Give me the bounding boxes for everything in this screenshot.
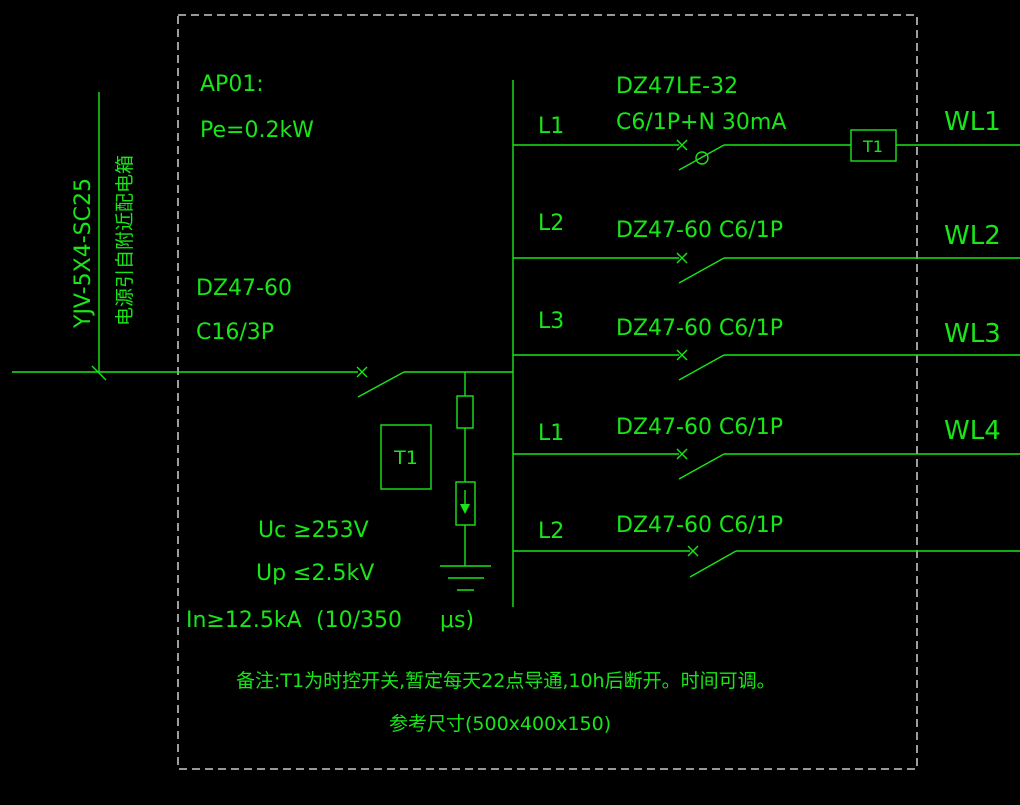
circuit-4-breaker: DZ47-60 C6/1P [616, 415, 783, 440]
timer-box-label: T1 [393, 447, 418, 469]
incoming-tick [91, 365, 107, 381]
circuit-2-label: WL2 [944, 221, 1001, 251]
circuit-1-spec: C6/1P+N 30mA [616, 110, 786, 135]
spd-uc: Uc ≥253V [258, 518, 369, 543]
circuit-5-breaker: DZ47-60 C6/1P [616, 513, 783, 538]
circuit-5-phase: L2 [538, 519, 564, 544]
circuit-4-phase: L1 [538, 421, 564, 446]
circuit-1: L1 DZ47LE-32 C6/1P+N 30mA T1 WL1 [513, 74, 1020, 171]
panel-power: Pe=0.2kW [200, 118, 314, 143]
circuit-1-timer-label: T1 [862, 137, 883, 156]
circuit-3-breaker: DZ47-60 C6/1P [616, 316, 783, 341]
spd-arrow [460, 504, 470, 514]
circuit-3-label: WL3 [944, 319, 1001, 349]
circuit-4: L1 DZ47-60 C6/1P WL4 [513, 415, 1020, 480]
rcd-circle [695, 151, 709, 165]
circuit-1-phase: L1 [538, 114, 564, 139]
timer-box [380, 424, 432, 490]
panel-note: 备注:T1为时控开关,暂定每天22点导通,10h后断开。时间可调。 [236, 670, 776, 692]
circuit-3: L3 DZ47-60 C6/1P WL3 [513, 309, 1020, 381]
circuit-4-label: WL4 [944, 416, 1001, 446]
spd-wave: (10/350 [316, 608, 402, 633]
spd-in: In≥12.5kA [186, 608, 302, 633]
incoming-source-label: 电源引自附近配电箱 [114, 155, 136, 326]
panel-outline [177, 14, 918, 770]
spd-unit: μs) [440, 608, 474, 633]
circuit-2: L2 DZ47-60 C6/1P WL2 [513, 211, 1020, 284]
main-breaker-rating: C16/3P [196, 320, 274, 345]
main-breaker-model: DZ47-60 [196, 276, 292, 301]
spd-up: Up ≤2.5kV [256, 561, 374, 586]
circuit-2-breaker: DZ47-60 C6/1P [616, 218, 783, 243]
panel-size: 参考尺寸(500x400x150) [389, 713, 611, 735]
incoming-cable-label: YJV-5X4-SC25 [71, 178, 96, 329]
spd-assembly [440, 372, 491, 591]
main-breaker-symbol [356, 366, 513, 398]
panel-name: AP01: [200, 72, 264, 97]
circuit-1-label: WL1 [944, 107, 1001, 137]
spd-fuse [456, 395, 474, 429]
circuit-2-phase: L2 [538, 211, 564, 236]
circuit-1-breaker: DZ47LE-32 [616, 74, 738, 99]
circuit-3-phase: L3 [538, 309, 564, 334]
circuit-5: L2 DZ47-60 C6/1P [513, 513, 1020, 578]
